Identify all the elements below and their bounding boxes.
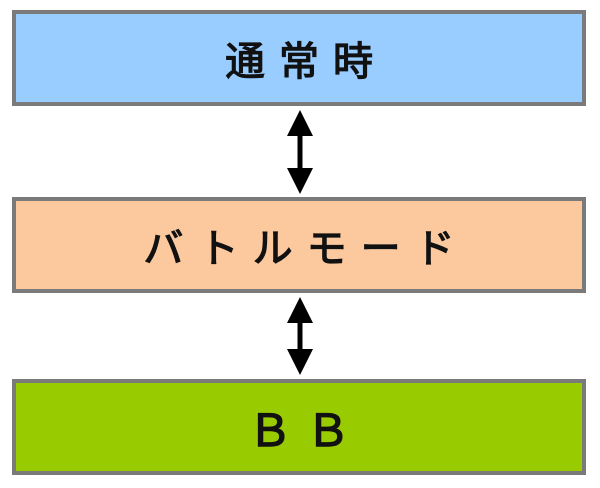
node-bb: ＢＢ (12, 379, 586, 475)
node-normal: 通常時 (12, 10, 586, 106)
node-battle: バトルモード (12, 197, 586, 293)
double-arrow-icon (287, 297, 313, 375)
node-battle-label: バトルモード (143, 226, 469, 272)
node-bb-label: ＢＢ (248, 406, 364, 457)
node-normal-label: 通常時 (225, 39, 387, 85)
double-arrow-icon (287, 110, 313, 194)
